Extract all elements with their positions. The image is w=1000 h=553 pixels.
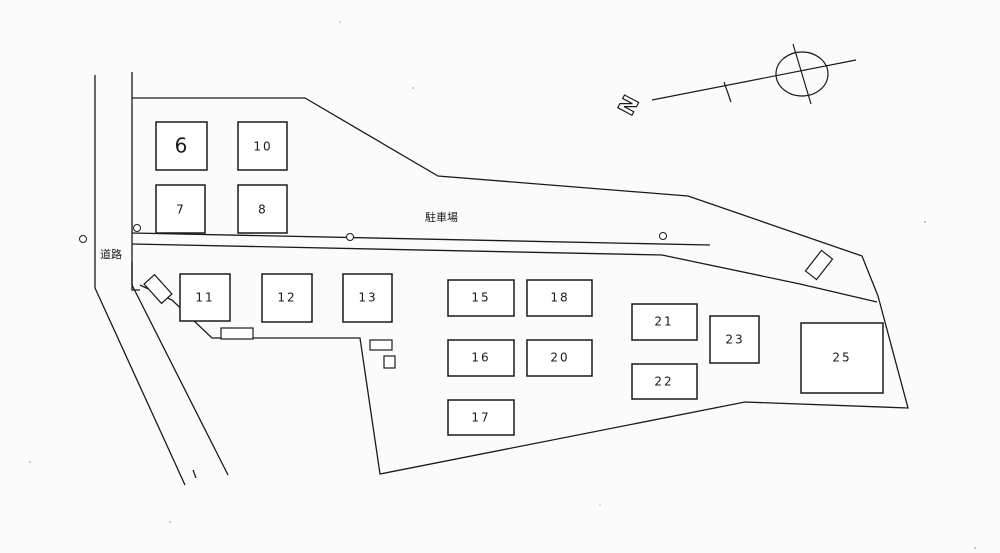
unit-number: 25 xyxy=(832,351,851,365)
survey-marker xyxy=(659,232,667,240)
unit-number: 17 xyxy=(471,411,490,425)
road-tick xyxy=(192,469,197,479)
compass-circle xyxy=(775,51,829,97)
survey-marker xyxy=(79,235,87,243)
unit-box xyxy=(631,363,698,400)
unit-box xyxy=(237,121,288,171)
small-structure xyxy=(220,327,254,340)
unit-box xyxy=(709,315,760,364)
unit-6[interactable]: 6 xyxy=(155,121,208,171)
unit-number: 22 xyxy=(654,375,673,389)
small-structure xyxy=(369,339,393,351)
unit-box xyxy=(237,184,288,234)
unit-12[interactable]: 12 xyxy=(261,273,313,323)
unit-number: 11 xyxy=(195,291,214,305)
parking-label: 駐車場 xyxy=(425,210,458,224)
unit-box xyxy=(526,339,593,377)
unit-23[interactable]: 23 xyxy=(709,315,760,364)
unit-number: 7 xyxy=(176,203,186,217)
unit-box xyxy=(526,279,593,317)
survey-marker xyxy=(346,233,354,241)
scan-specks xyxy=(29,21,976,549)
unit-box xyxy=(447,279,515,317)
unit-number: 6 xyxy=(175,134,188,158)
unit-13[interactable]: 13 xyxy=(342,273,393,323)
upper-block-outline xyxy=(132,97,879,297)
compass-line xyxy=(651,59,857,101)
unit-10[interactable]: 10 xyxy=(237,121,288,171)
unit-number: 16 xyxy=(471,351,490,365)
unit-box xyxy=(155,184,206,234)
unit-18[interactable]: 18 xyxy=(526,279,593,317)
north-arrow: N xyxy=(614,43,857,120)
small-structure-angled xyxy=(804,249,834,281)
unit-box xyxy=(447,399,515,436)
unit-25[interactable]: 25 xyxy=(800,322,884,394)
driveway-top-edge xyxy=(131,232,711,246)
driveway-bottom-edge xyxy=(131,243,878,303)
unit-box xyxy=(261,273,313,323)
north-letter: N xyxy=(614,92,645,120)
unit-box xyxy=(800,322,884,394)
unit-number: 15 xyxy=(471,291,490,305)
unit-11[interactable]: 11 xyxy=(179,273,231,322)
survey-marker xyxy=(133,224,141,232)
unit-7[interactable]: 7 xyxy=(155,184,206,234)
unit-21[interactable]: 21 xyxy=(631,303,698,341)
road-label: 道路 xyxy=(100,247,122,261)
lower-block-corner xyxy=(131,262,140,291)
unit-number: 8 xyxy=(258,203,268,217)
unit-8[interactable]: 8 xyxy=(237,184,288,234)
small-structure-angled xyxy=(143,273,173,305)
road-left-edge xyxy=(94,75,186,486)
compass-cross xyxy=(792,43,812,105)
unit-22[interactable]: 22 xyxy=(631,363,698,400)
unit-number: 23 xyxy=(725,333,744,347)
unit-box xyxy=(155,121,208,171)
lower-block-outline xyxy=(139,284,909,475)
unit-box xyxy=(342,273,393,323)
driveway xyxy=(131,232,878,303)
unit-15[interactable]: 15 xyxy=(447,279,515,317)
unit-20[interactable]: 20 xyxy=(526,339,593,377)
unit-number: 20 xyxy=(550,351,569,365)
unit-number: 10 xyxy=(253,140,272,154)
unit-box xyxy=(447,339,515,377)
small-structure xyxy=(383,355,396,369)
unit-number: 12 xyxy=(277,291,296,305)
unit-17[interactable]: 17 xyxy=(447,399,515,436)
unit-number: 18 xyxy=(550,291,569,305)
unit-box xyxy=(179,273,231,322)
unit-number: 13 xyxy=(358,291,377,305)
unit-16[interactable]: 16 xyxy=(447,339,515,377)
unit-number: 21 xyxy=(654,315,673,329)
compass-tick xyxy=(723,81,732,103)
unit-box xyxy=(631,303,698,341)
